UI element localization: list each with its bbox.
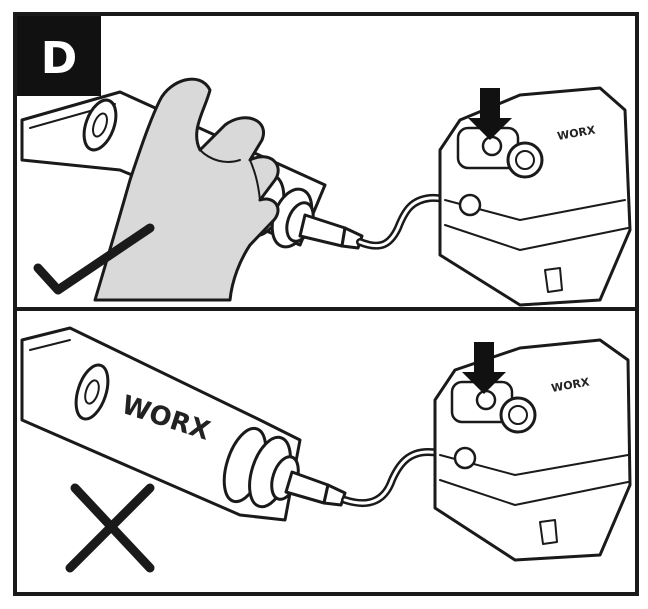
check-mark-icon: [33, 223, 155, 295]
release-button-top: [481, 135, 503, 157]
panel-incorrect: WORX WORX: [20, 326, 632, 573]
press-arrow-icon-bottom: [462, 342, 506, 394]
charger-top: WORX: [438, 86, 632, 307]
release-button-bottom: [475, 389, 497, 411]
step-badge: D: [17, 16, 101, 96]
hand: [93, 77, 280, 302]
cross-mark-icon: [65, 483, 155, 573]
outer-frame: [13, 12, 639, 596]
charger-bottom: WORX: [433, 338, 632, 562]
rotary-tool-bottom: WORX: [20, 326, 347, 522]
step-letter: D: [41, 33, 78, 84]
press-arrow-icon-top: [468, 88, 512, 140]
panel-correct: WORX WORX: [20, 77, 632, 307]
